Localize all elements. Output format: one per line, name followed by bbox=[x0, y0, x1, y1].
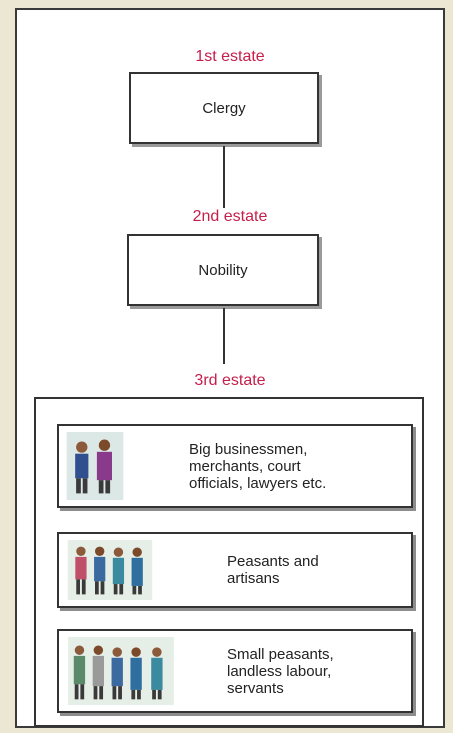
group-line: Big businessmen, bbox=[189, 440, 308, 458]
third-estate-frame: Big businessmen, merchants, court offici… bbox=[34, 397, 424, 727]
group-line: artisans bbox=[227, 570, 280, 587]
clergy-label: Clergy bbox=[202, 99, 246, 117]
third-estate-group: Small peasants, landless labour, servant… bbox=[57, 629, 413, 713]
group-line: merchants, court bbox=[189, 457, 301, 475]
people-figures-icon bbox=[68, 637, 174, 705]
nobility-box: Nobility bbox=[127, 234, 319, 306]
group-line: Peasants and bbox=[227, 553, 319, 570]
second-estate-label: 2nd estate bbox=[192, 208, 268, 225]
nobility-label: Nobility bbox=[198, 261, 248, 279]
group-line: Small peasants, bbox=[227, 645, 334, 663]
group-line: officials, lawyers etc. bbox=[189, 474, 327, 492]
group-text: Peasants and artisans bbox=[227, 534, 319, 606]
connector-line bbox=[223, 308, 225, 364]
group-text: Big businessmen, merchants, court offici… bbox=[189, 426, 326, 506]
third-estate-group: Peasants and artisans bbox=[57, 532, 413, 608]
group-text: Small peasants, landless labour, servant… bbox=[227, 631, 334, 711]
people-figures-icon bbox=[66, 432, 124, 500]
group-line: servants bbox=[227, 679, 284, 697]
clergy-box: Clergy bbox=[129, 72, 319, 144]
first-estate-label: 1st estate bbox=[195, 48, 265, 65]
people-figures-icon bbox=[67, 540, 153, 600]
group-line: landless labour, bbox=[227, 662, 332, 680]
third-estate-label: 3rd estate bbox=[194, 372, 266, 389]
third-estate-group: Big businessmen, merchants, court offici… bbox=[57, 424, 413, 508]
connector-line bbox=[223, 146, 225, 208]
estates-diagram: 1st estate Clergy 2nd estate Nobility 3r… bbox=[15, 8, 445, 728]
